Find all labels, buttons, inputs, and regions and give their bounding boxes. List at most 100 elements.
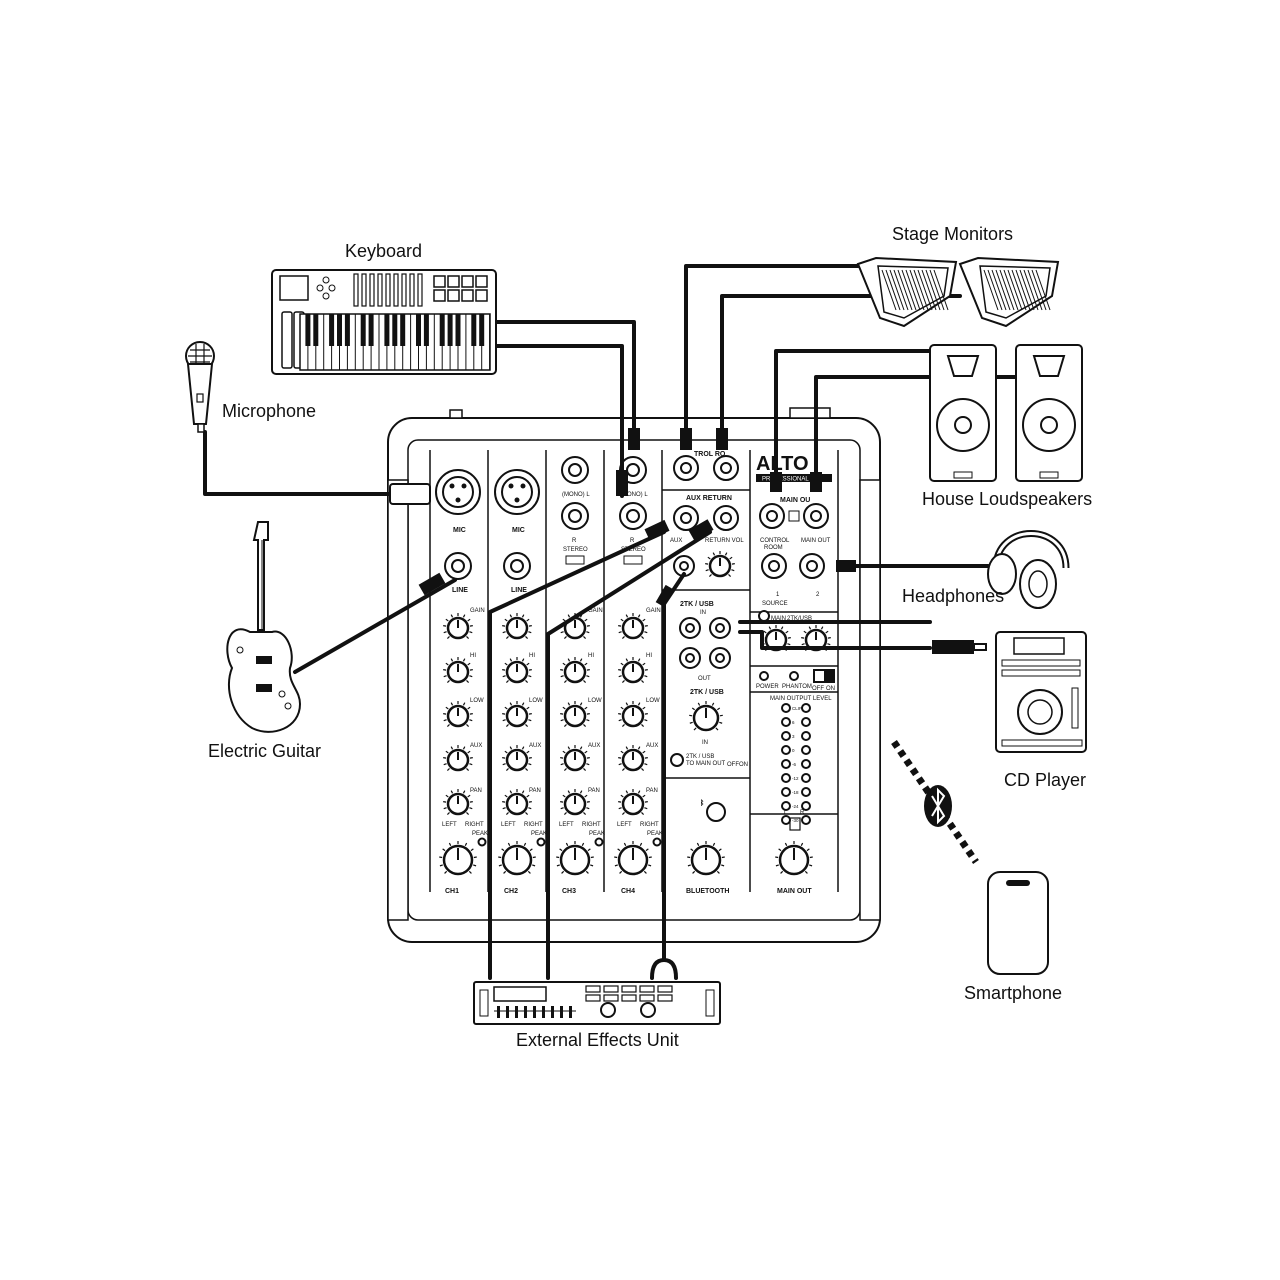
- ch1-aux-label: AUX: [470, 743, 482, 749]
- usb-to-main-button[interactable]: [670, 753, 684, 767]
- meter-level-label: CLIP: [792, 706, 802, 711]
- ch4-pan-right-label: RIGHT: [640, 822, 659, 828]
- ch3-low-knob[interactable]: [560, 701, 590, 728]
- ch2-pan-knob[interactable]: [502, 789, 532, 816]
- main-out-knob-label: MAIN OUT: [777, 888, 812, 895]
- ch4-low-knob[interactable]: [618, 701, 648, 728]
- usb-rca-out-right[interactable]: [709, 647, 731, 669]
- ch1-hi-knob[interactable]: [443, 657, 473, 684]
- usb-to-main-label-2: TO MAIN OUT: [686, 761, 726, 767]
- meter-led-left: [781, 759, 791, 769]
- main-out-jack-label: MAIN OUT: [801, 538, 831, 544]
- phantom-off-label: OFF: [812, 686, 824, 692]
- bluetooth-pair-button[interactable]: ᛒ: [700, 799, 726, 822]
- bluetooth-level-knob[interactable]: [687, 841, 725, 876]
- aux-return-label: AUX RETURN: [686, 495, 732, 502]
- ch1-gain-knob[interactable]: [443, 613, 473, 640]
- headphones-label: Headphones: [902, 586, 1004, 606]
- aux-return-right-input[interactable]: [713, 505, 739, 531]
- ch3-r-label: R: [572, 538, 577, 544]
- control-room-label-2: ROOM: [764, 545, 783, 551]
- ch3-pan-knob[interactable]: [560, 789, 590, 816]
- effects-return-cable-left: [488, 530, 666, 980]
- ch1-level-knob[interactable]: [439, 841, 477, 876]
- stage-monitor-cable-left: [684, 264, 860, 446]
- usb-rca-in-left[interactable]: [679, 617, 701, 639]
- usb-rca-in-right[interactable]: [709, 617, 731, 639]
- usb-rca-out-left[interactable]: [679, 647, 701, 669]
- ch1-line-input[interactable]: [444, 552, 472, 580]
- ch1-pan-knob[interactable]: [443, 789, 473, 816]
- ch3-right-input[interactable]: [561, 502, 589, 530]
- source-main-button[interactable]: [758, 610, 770, 622]
- ch1-pan-right-label: RIGHT: [465, 822, 484, 828]
- ch2-low-knob[interactable]: [502, 701, 532, 728]
- ch4-hi-knob[interactable]: [618, 657, 648, 684]
- phantom-label: PHANTOM: [782, 684, 812, 690]
- ch2-line-input[interactable]: [503, 552, 531, 580]
- ch3-mono-label: (MONO) L: [562, 492, 590, 498]
- meter-led-left: [781, 717, 791, 727]
- ch2-level-knob[interactable]: [498, 841, 536, 876]
- meter-led-left: [781, 745, 791, 755]
- ch4-r-label: R: [630, 538, 635, 544]
- meter-led-right: [801, 773, 811, 783]
- return-vol-knob[interactable]: [705, 551, 735, 578]
- meter-level-label: -24: [792, 804, 799, 809]
- ch2-peak-label: PEAK: [531, 831, 547, 837]
- ch4-right-input[interactable]: [619, 502, 647, 530]
- ch3-level-knob[interactable]: [556, 841, 594, 876]
- ch1-pan-left-label: LEFT: [442, 822, 457, 828]
- main-out-left-output[interactable]: [759, 503, 785, 529]
- ch2-aux-knob[interactable]: [502, 745, 532, 772]
- control-room-right-output[interactable]: [713, 455, 739, 481]
- usb-level-knob[interactable]: [689, 701, 723, 732]
- ch3-hi-label: HI: [588, 653, 594, 659]
- cd-player-cable-right: [738, 630, 932, 650]
- ch4-level-knob[interactable]: [614, 841, 652, 876]
- meter-led-right: [801, 731, 811, 741]
- ch4-aux-knob[interactable]: [618, 745, 648, 772]
- ch3-aux-knob[interactable]: [560, 745, 590, 772]
- source-main-label: MAIN: [771, 616, 786, 622]
- meter-level-label: 6: [792, 720, 795, 725]
- ch2-label: CH2: [504, 888, 518, 895]
- ch1-low-knob[interactable]: [443, 701, 473, 728]
- meter-led-left: [781, 773, 791, 783]
- ch3-hi-knob[interactable]: [560, 657, 590, 684]
- ch2-low-label: LOW: [529, 698, 543, 704]
- ch2-hi-knob[interactable]: [502, 657, 532, 684]
- microphone-label: Microphone: [222, 401, 316, 421]
- electric-guitar-device: [226, 521, 302, 733]
- ch2-hi-label: HI: [529, 653, 535, 659]
- phantom-switch[interactable]: [813, 669, 835, 683]
- ch1-aux-knob[interactable]: [443, 745, 473, 772]
- ch2-aux-label: AUX: [529, 743, 541, 749]
- aux-return-left-input[interactable]: [673, 505, 699, 531]
- meter-level-label: -30: [792, 818, 799, 823]
- ch4-pan-knob[interactable]: [618, 789, 648, 816]
- ch1-low-label: LOW: [470, 698, 484, 704]
- ch3-aux-label: AUX: [588, 743, 600, 749]
- ch1-pan-label: PAN: [470, 788, 482, 794]
- headphone-jack-1[interactable]: [761, 553, 787, 579]
- ch2-xlr-input[interactable]: [494, 469, 540, 515]
- ch4-gain-knob[interactable]: [618, 613, 648, 640]
- ch1-line-label: LINE: [452, 587, 468, 594]
- control-room-left-output[interactable]: [673, 455, 699, 481]
- aux-send-output[interactable]: [673, 555, 695, 577]
- ch1-xlr-input[interactable]: [435, 469, 481, 515]
- meter-led-right: [801, 815, 811, 825]
- main-out-right-output[interactable]: [803, 503, 829, 529]
- ch3-left-input[interactable]: [561, 456, 589, 484]
- ch2-gain-knob[interactable]: [502, 613, 532, 640]
- brand-logo: ALTO: [756, 453, 809, 475]
- headphone-jack-2[interactable]: [799, 553, 825, 579]
- brand-sub-logo: PROFESSIONAL: [762, 477, 809, 483]
- microphone-device: [185, 341, 215, 433]
- main-out-level-knob[interactable]: [775, 841, 813, 876]
- keyboard-cable-right: [493, 344, 624, 498]
- meter-led-left: [781, 787, 791, 797]
- usb-level-label: 2TK / USB: [690, 689, 724, 696]
- bluetooth-label: BLUETOOTH: [686, 888, 729, 895]
